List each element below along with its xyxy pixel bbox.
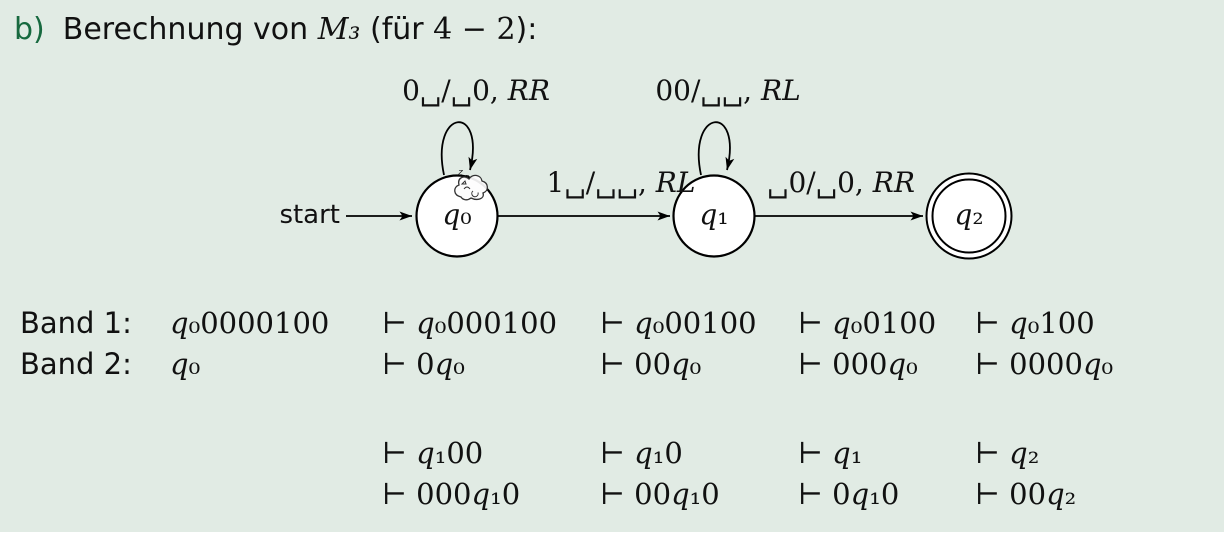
trace-cell: ⊢ q₀00100 <box>600 306 757 340</box>
band2-label: Band 2: <box>20 347 132 381</box>
trace-cell: ⊢ q₁0 <box>600 436 683 470</box>
slide-background <box>0 0 1224 532</box>
transition-label-q0-loop: 0␣/␣0, RR <box>402 74 550 107</box>
band1-label: Band 1: <box>20 306 132 340</box>
transition-label-q1-q2: ␣0/␣0, RR <box>767 166 915 199</box>
trace-cell: ⊢ q₁00 <box>382 436 484 470</box>
title-text-3: ): <box>515 12 538 47</box>
sleeping-cat-cursor-icon: z z <box>454 168 489 201</box>
title-expression: 4 − 2 <box>433 12 516 47</box>
title-text: Berechnung von <box>62 12 318 47</box>
trace-cell: ⊢ 000q₁0 <box>382 477 521 511</box>
page-title: b) Berechnung von M₃ (für 4 − 2): <box>14 12 537 47</box>
turing-machine-diagram: 0␣/␣0, RR 00/␣␣, RL 1␣/␣␣, RL ␣0/␣0, RR … <box>0 70 1224 302</box>
band-labels: Band 1: Band 2: <box>20 303 132 385</box>
state-circle-q1 <box>672 174 756 258</box>
bottom-margin <box>0 532 1224 543</box>
trace-cell: ⊢ q₀000100 <box>382 306 558 340</box>
trace-cell: ⊢ 00q₁0 <box>600 477 720 511</box>
trace-cell-empty <box>170 433 382 474</box>
trace-part2: ⊢ q₁00 ⊢ q₁0 ⊢ q₁ ⊢ q₂ ⊢ 000q₁0 ⊢ 00q₁0 … <box>170 433 1076 515</box>
title-text-2: (für <box>360 12 434 47</box>
trace-cell: q₀0000100 <box>170 306 330 340</box>
trace-cell: ⊢ q₁ <box>798 436 863 470</box>
trace-cell: ⊢ 0q₁0 <box>798 477 900 511</box>
svg-text:z: z <box>457 168 463 178</box>
state-circle-q2-inner <box>931 178 1007 254</box>
start-label: start <box>279 200 340 230</box>
transition-label-q0-q1: 1␣/␣␣, RL <box>546 166 696 199</box>
state-label-q1: q₁ <box>699 198 729 232</box>
trace-cell-empty <box>170 474 382 515</box>
state-label-q2: q₂ <box>954 198 984 232</box>
trace-cell: ⊢ q₀100 <box>975 306 1095 340</box>
trace-cell: q₀ <box>170 347 201 381</box>
trace-cell: ⊢ 0q₀ <box>382 347 465 381</box>
trace-cell: ⊢ q₂ <box>975 436 1040 470</box>
machine-name: M₃ <box>317 12 361 47</box>
trace-cell: ⊢ 00q₀ <box>600 347 702 381</box>
self-loop-q1 <box>697 121 735 176</box>
trace-cell: ⊢ q₀0100 <box>798 306 937 340</box>
state-label-q0: q₀ <box>442 198 472 232</box>
trace-part1: q₀0000100 ⊢ q₀000100 ⊢ q₀00100 ⊢ q₀0100 … <box>170 303 1113 385</box>
trace-cell: ⊢ 00q₂ <box>975 477 1077 511</box>
transition-label-q1-loop: 00/␣␣, RL <box>655 74 801 107</box>
item-label: b) <box>14 12 45 47</box>
trace-cell: ⊢ 000q₀ <box>798 347 918 381</box>
self-loop-q0 <box>440 121 478 176</box>
trace-cell: ⊢ 0000q₀ <box>975 347 1114 381</box>
